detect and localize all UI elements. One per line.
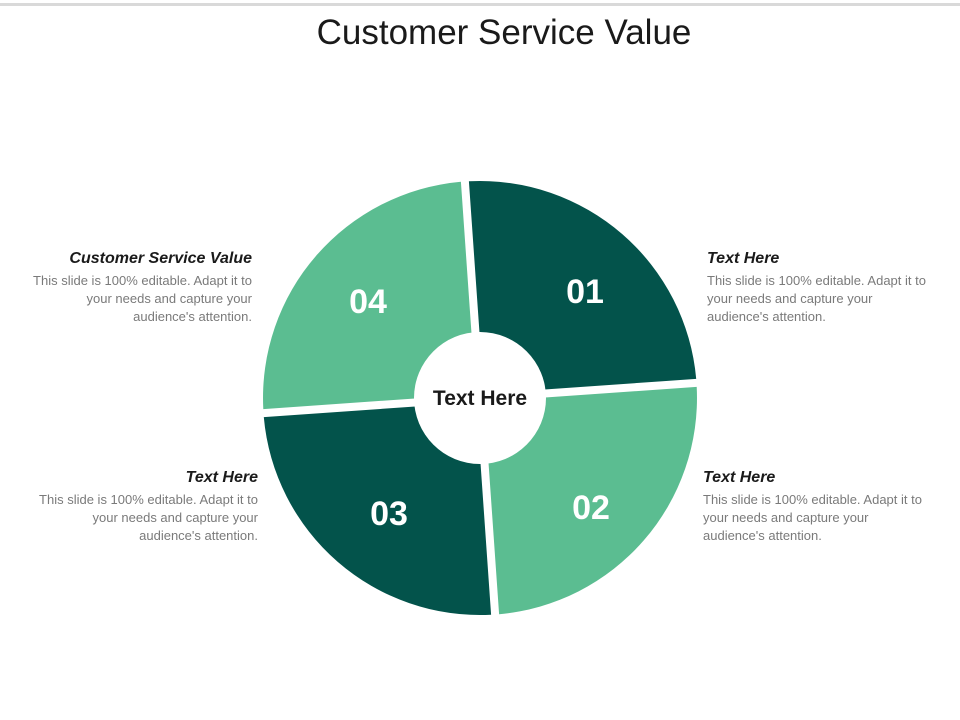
text-block-body: This slide is 100% editable. Adapt it to… xyxy=(707,273,926,324)
text-block-body: This slide is 100% editable. Adapt it to… xyxy=(39,492,258,543)
text-block-top-left: Customer Service Value This slide is 100… xyxy=(22,249,252,326)
text-block-heading: Customer Service Value xyxy=(69,250,252,267)
segment-04-shape xyxy=(263,181,472,410)
segment-03-shape xyxy=(263,406,492,615)
segment-04-number: 04 xyxy=(349,283,387,321)
segment-01-shape xyxy=(468,181,697,390)
text-block-bottom-right: Text Here This slide is 100% editable. A… xyxy=(703,468,933,545)
center-circle xyxy=(414,332,546,464)
text-block-bottom-left: Text Here This slide is 100% editable. A… xyxy=(28,468,258,545)
top-divider xyxy=(0,3,960,6)
segment-01-number: 01 xyxy=(566,273,604,311)
segment-02-shape xyxy=(488,386,697,615)
text-block-body: This slide is 100% editable. Adapt it to… xyxy=(33,273,252,324)
text-block-top-right: Text Here This slide is 100% editable. A… xyxy=(707,249,937,326)
segment-03-number: 03 xyxy=(370,495,408,533)
text-block-body: This slide is 100% editable. Adapt it to… xyxy=(703,492,922,543)
text-block-heading: Text Here xyxy=(185,469,258,486)
text-block-heading: Text Here xyxy=(707,250,780,267)
text-block-heading: Text Here xyxy=(703,469,776,486)
segment-02-number: 02 xyxy=(572,489,610,527)
center-label: Text Here xyxy=(433,387,527,410)
page-title: Customer Service Value xyxy=(316,13,692,52)
